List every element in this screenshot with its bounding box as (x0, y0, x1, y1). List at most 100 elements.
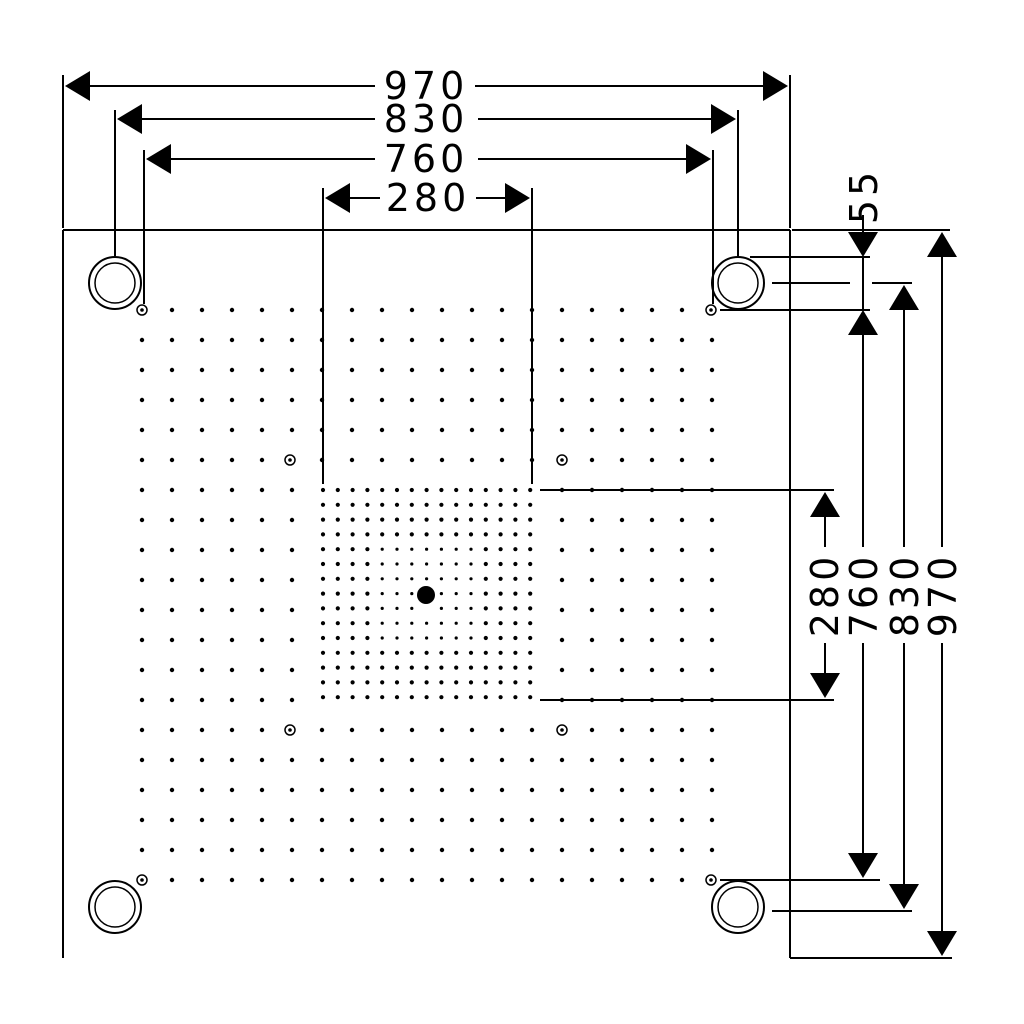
nozzle (394, 517, 400, 522)
nozzle (483, 606, 488, 611)
nozzle (709, 457, 715, 463)
nozzle (498, 547, 503, 552)
nozzle (289, 487, 295, 493)
nozzle (528, 695, 533, 700)
nozzle (498, 532, 503, 537)
nozzle (499, 397, 505, 403)
nozzle (498, 695, 503, 700)
nozzle (380, 502, 385, 507)
nozzle (289, 397, 295, 403)
nozzle (380, 621, 384, 625)
nozzle (709, 727, 715, 733)
nozzle (229, 517, 235, 523)
nozzle (229, 487, 235, 493)
nozzle (320, 487, 326, 493)
nozzle (679, 877, 685, 883)
nozzle (469, 757, 475, 763)
fastener-point (136, 874, 148, 886)
arrow-up-icon (810, 492, 840, 517)
nozzle (619, 787, 625, 793)
nozzle (528, 621, 533, 626)
nozzle (439, 787, 445, 793)
nozzle (229, 637, 235, 643)
nozzle (589, 427, 595, 433)
nozzle (529, 727, 535, 733)
nozzle (483, 665, 488, 670)
nozzle (439, 680, 444, 685)
nozzle (139, 787, 145, 793)
nozzle (379, 727, 385, 733)
nozzle (229, 427, 235, 433)
arrow-up-icon (889, 285, 919, 310)
arrow-up-icon (848, 310, 878, 335)
nozzle (349, 367, 355, 373)
nozzle (424, 680, 429, 685)
nozzle (379, 367, 385, 373)
nozzle (169, 547, 175, 553)
nozzle (259, 637, 265, 643)
nozzle (439, 727, 445, 733)
nozzle (469, 562, 473, 566)
dimension-label: 280 (803, 553, 847, 638)
nozzle (528, 561, 533, 567)
nozzle (335, 650, 340, 655)
nozzle (259, 757, 265, 763)
nozzle (199, 397, 205, 403)
fastener-point (705, 874, 717, 886)
nozzle (483, 680, 488, 685)
nozzle (619, 757, 625, 763)
nozzle (679, 517, 685, 523)
nozzle (679, 787, 685, 793)
nozzle (380, 695, 385, 700)
nozzle (410, 621, 414, 625)
nozzle (709, 517, 715, 523)
nozzle (483, 591, 488, 596)
nozzle (559, 787, 565, 793)
nozzle (319, 757, 325, 763)
nozzle (454, 680, 459, 685)
dimension-outer-height: 970 (790, 232, 965, 959)
nozzle (528, 635, 533, 641)
nozzle (439, 665, 444, 670)
nozzle (469, 427, 475, 433)
nozzle (409, 397, 415, 403)
nozzle (513, 517, 518, 522)
nozzle (528, 665, 533, 670)
nozzle (468, 502, 474, 507)
nozzle (439, 457, 445, 463)
nozzle (199, 547, 205, 553)
dimension-edge-offset: 55 (720, 168, 950, 335)
nozzle (649, 577, 655, 583)
nozzle (229, 697, 235, 703)
nozzle (513, 591, 518, 596)
dimension-label: 830 (883, 553, 927, 638)
nozzle (483, 695, 488, 700)
nozzle (454, 502, 459, 507)
arrow-down-icon (927, 931, 957, 956)
nozzle (199, 667, 205, 673)
nozzle (679, 307, 685, 313)
dimension-center-zone-height: 280 (540, 489, 847, 701)
arrow-right-icon (711, 104, 736, 134)
nozzle (229, 847, 235, 853)
nozzle (513, 606, 518, 611)
nozzle (468, 665, 474, 670)
nozzle (619, 847, 625, 853)
nozzle (410, 577, 414, 581)
arrow-down-icon (848, 853, 878, 878)
nozzle (350, 695, 355, 700)
nozzle (349, 877, 355, 883)
nozzle (229, 757, 235, 763)
nozzle (424, 517, 429, 522)
nozzle (498, 680, 503, 685)
nozzle (410, 547, 414, 551)
nozzle (289, 697, 295, 703)
nozzle (649, 667, 655, 673)
nozzle (483, 635, 488, 641)
nozzle (169, 787, 175, 793)
nozzle (589, 877, 595, 883)
nozzle (394, 502, 400, 507)
nozzle (619, 727, 625, 733)
nozzle (649, 727, 655, 733)
nozzle (589, 307, 595, 313)
